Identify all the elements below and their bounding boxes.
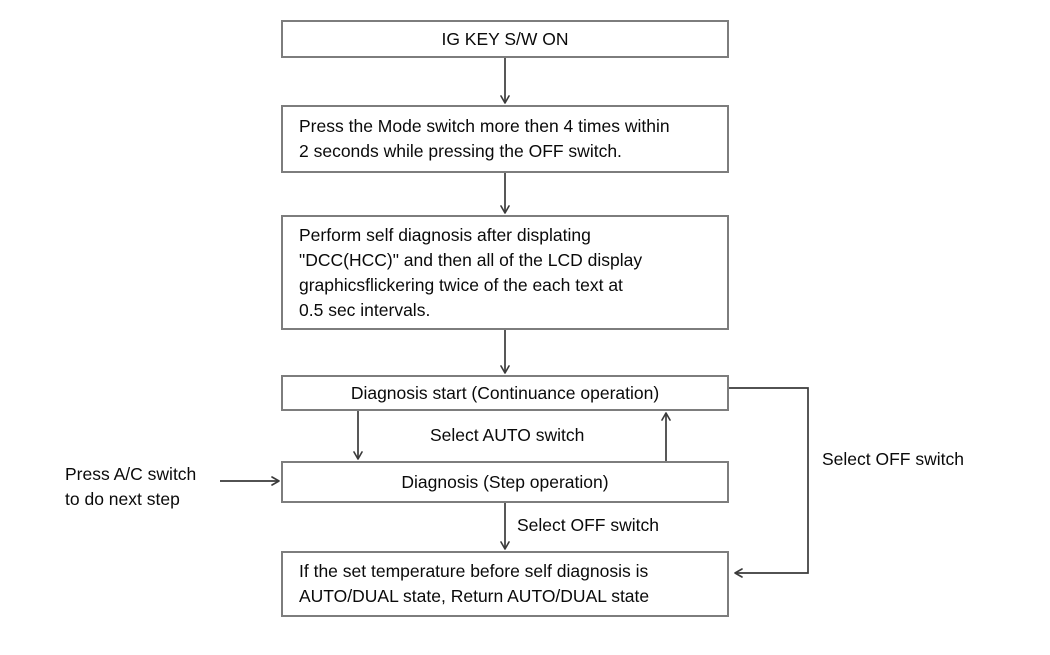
edge-label-select-off-switch-right: Select OFF switch (822, 449, 964, 469)
node-label: Perform self diagnosis after displating … (299, 224, 643, 320)
node-label: Diagnosis start (Continuance operation) (350, 382, 660, 403)
node-label: Diagnosis (Step operation) (401, 471, 609, 492)
node-label: IG KEY S/W ON (441, 28, 569, 49)
node-label: Press the Mode switch more then 4 times … (299, 116, 670, 161)
edge-label-select-auto-switch: Select AUTO switch (430, 425, 585, 445)
node-diagnosis-step: Diagnosis (Step operation) (281, 461, 729, 503)
node-diagnosis-start: Diagnosis start (Continuance operation) (281, 375, 729, 411)
annotation-press-ac-switch: Press A/C switch to do next step (65, 464, 197, 509)
node-press-mode-switch: Press the Mode switch more then 4 times … (281, 105, 729, 173)
node-return-auto-dual: If the set temperature before self diagn… (281, 551, 729, 617)
node-ig-key-sw-on: IG KEY S/W ON (281, 20, 729, 58)
wire-start-to-return-loop (729, 387, 809, 578)
node-label: If the set temperature before self diagn… (299, 561, 650, 606)
edge-label-select-off-switch-bottom: Select OFF switch (517, 515, 659, 535)
node-perform-self-diagnosis: Perform self diagnosis after displating … (281, 215, 729, 330)
